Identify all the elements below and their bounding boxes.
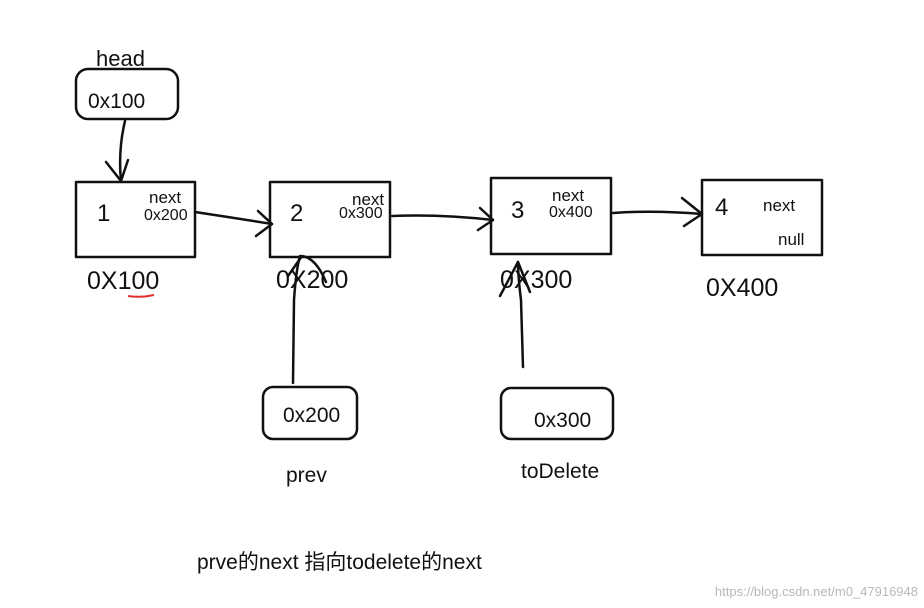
node-1-box [74, 180, 197, 259]
prev-box [261, 385, 359, 441]
node-4-next-label: next [763, 196, 795, 215]
node-2-value: 2 [290, 200, 303, 227]
node-2-box [268, 180, 392, 259]
todelete-label: toDelete [521, 460, 599, 483]
node-1-value: 1 [97, 200, 110, 227]
node-4-address: 0X400 [706, 274, 778, 302]
node-3-next-value: 0x400 [549, 204, 593, 221]
node-2-next-label: next [352, 190, 384, 209]
arrow-2-to-3 [390, 214, 495, 222]
node-4-value: 4 [715, 194, 728, 221]
head-pointer: head 0x100 [74, 46, 180, 183]
node-4: 4 next null 0X400 [700, 178, 824, 302]
node-1: 1 next 0x200 0X100 [74, 180, 197, 298]
caption-text: prve的next 指向todelete的next [197, 551, 482, 574]
prev-label: prev [286, 464, 327, 487]
head-value: 0x100 [88, 90, 145, 113]
node-3-value: 3 [511, 197, 524, 224]
head-arrow-head [104, 158, 130, 183]
prev-arrow-head [286, 254, 328, 284]
arrow-2-to-3-head [476, 206, 495, 232]
arrow-3-to-4-head [680, 196, 704, 228]
node-4-box [700, 178, 824, 257]
red-underline-mark [127, 294, 155, 298]
node-4-next-value: null [778, 230, 804, 249]
watermark-text: https://blog.csdn.net/m0_47916948 [715, 584, 918, 599]
next-arrows [193, 196, 704, 238]
node-3-next-label: next [552, 186, 584, 205]
node-2: 2 next 0x300 0X200 [268, 180, 392, 294]
todelete-value: 0x300 [534, 409, 591, 432]
node-3-box [489, 176, 613, 256]
todelete-pointer: 0x300 toDelete [498, 260, 615, 483]
node-3: 3 next 0x400 0X300 [489, 176, 613, 294]
head-label: head [96, 46, 145, 71]
todelete-box [499, 386, 615, 441]
node-1-next-value: 0x200 [144, 207, 188, 224]
arrow-3-to-4 [611, 210, 704, 216]
node-2-next-value: 0x300 [339, 205, 383, 222]
todelete-arrow-head [498, 260, 532, 298]
head-box [74, 67, 180, 121]
node-1-address: 0X100 [87, 267, 159, 295]
prev-value: 0x200 [283, 404, 340, 427]
prev-pointer: 0x200 prev [261, 254, 359, 487]
node-1-next-label: next [149, 188, 181, 207]
head-arrow-line [118, 119, 127, 183]
arrow-1-to-2 [193, 210, 274, 226]
node-3-address: 0X300 [500, 266, 572, 294]
node-2-address: 0X200 [276, 266, 348, 294]
arrow-1-to-2-head [254, 209, 274, 238]
